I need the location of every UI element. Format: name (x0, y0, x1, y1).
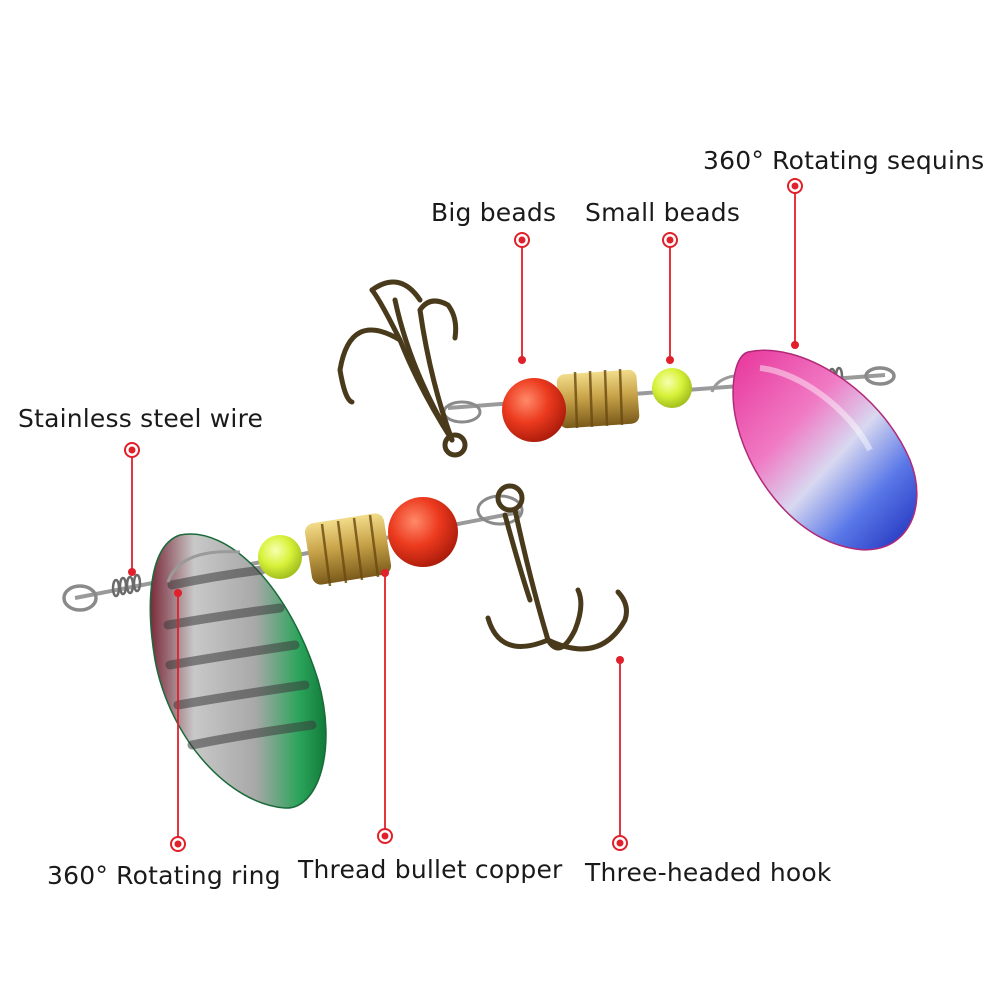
label-rotating-ring: 360° Rotating ring (47, 861, 281, 890)
callout-marker-wire (124, 442, 140, 458)
callout-marker-big-beads (514, 232, 530, 248)
upper-lure (337, 279, 918, 551)
upper-small-bead (652, 368, 692, 408)
callout-dot-hook (616, 656, 624, 664)
lower-small-bead (258, 535, 302, 579)
callout-marker-small-beads (662, 232, 678, 248)
label-big-beads: Big beads (431, 198, 557, 227)
lower-blade-stripes (163, 565, 317, 750)
callout-dot-ring (174, 589, 182, 597)
callouts (131, 186, 796, 844)
lower-blade (149, 533, 327, 809)
callout-dot-copper (381, 569, 389, 577)
upper-blade (732, 349, 918, 551)
label-thread-bullet-copper: Thread bullet copper (298, 855, 563, 884)
upper-big-bead (502, 378, 566, 442)
label-small-beads: Small beads (585, 198, 741, 227)
callout-dot-small-beads (666, 356, 674, 364)
upper-copper-body (556, 368, 640, 429)
callout-dot-sequins (791, 341, 799, 349)
upper-end-loop (864, 366, 896, 386)
lower-lure (62, 483, 629, 809)
callout-marker-ring (170, 836, 186, 852)
callout-marker-hook (612, 835, 628, 851)
label-rotating-sequins: 360° Rotating sequins (703, 146, 985, 175)
lower-end-loop (62, 584, 98, 612)
callout-marker-sequins (787, 178, 803, 194)
callout-markers (124, 178, 803, 852)
lower-treble-hook (485, 483, 629, 652)
lower-copper-body (304, 513, 392, 587)
callout-dot-wire (128, 568, 136, 576)
label-stainless-steel-wire: Stainless steel wire (18, 404, 264, 433)
lower-big-bead (388, 497, 458, 567)
callout-dot-big-beads (518, 356, 526, 364)
upper-treble-hook (337, 279, 468, 458)
callout-marker-copper (377, 828, 393, 844)
lower-clevis (166, 550, 241, 583)
lower-coil (111, 573, 142, 598)
label-three-headed-hook: Three-headed hook (585, 858, 832, 887)
